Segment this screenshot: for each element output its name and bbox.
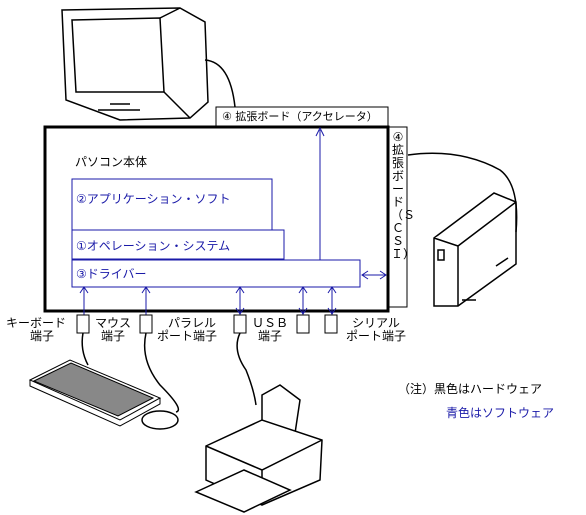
keyboard-port-label-2: 端子 <box>30 329 55 343</box>
os-label: ①オペレーション・システム <box>76 239 231 253</box>
keyboard-port-label-1: キーボード <box>6 316 67 330</box>
usb-port-label-2: 端子 <box>258 329 283 343</box>
accelerator-board-label: ④ 拡張ボード（アクセレータ） <box>222 110 378 123</box>
scsi-board-label: ④拡張ボード（ＳＣＳＩ） <box>391 130 416 261</box>
parallel-port-label-1: パラレル <box>168 316 217 330</box>
note-software: 青色はソフトウェア <box>446 406 555 420</box>
printer-icon <box>194 332 323 513</box>
scsi-board-box <box>388 126 408 308</box>
note-hardware: （注）黒色はハードウェア <box>398 382 543 396</box>
mouse-port-label-1: マウス <box>95 316 132 330</box>
monitor-icon <box>61 7 236 121</box>
pc-body-box <box>43 125 390 313</box>
keyboard-icon <box>28 332 162 427</box>
application-label: ②アプリケーション・ソフト <box>76 192 231 206</box>
parallel-port-label-2: ポート端子 <box>157 329 218 343</box>
software-arrows <box>79 126 387 315</box>
pc-body-label: パソコン本体 <box>75 155 148 169</box>
external-drive-icon <box>407 152 518 307</box>
driver-label: ③ドライバー <box>76 267 147 281</box>
driver-layer <box>71 259 361 288</box>
os-layer <box>71 229 285 260</box>
port-connectors <box>76 314 338 334</box>
serial-port-label-2: ポート端子 <box>346 329 407 343</box>
usb-port-label-1: ＵＳＢ <box>252 316 289 330</box>
serial-port-label-1: シリアル <box>352 316 400 330</box>
mouse-icon <box>141 332 180 430</box>
mouse-port-label-2: 端子 <box>101 329 126 343</box>
